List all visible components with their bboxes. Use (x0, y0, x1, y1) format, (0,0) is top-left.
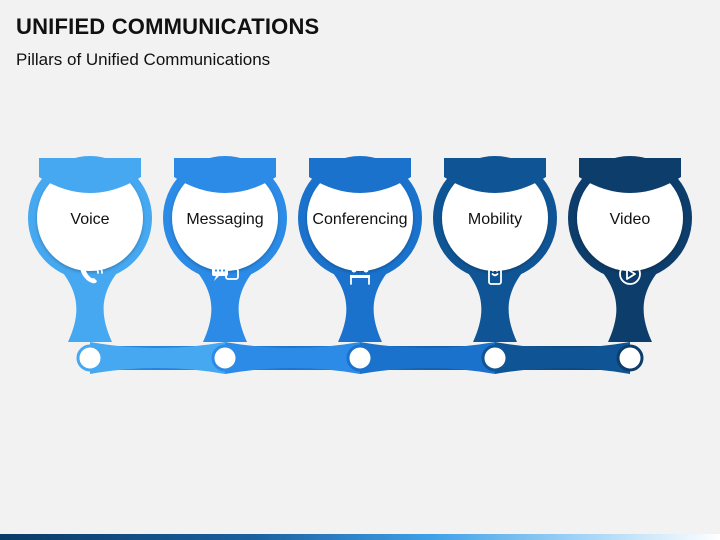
connector-segment (495, 342, 630, 374)
pillar-cap (174, 158, 276, 193)
pillar-stem (590, 258, 670, 342)
pillar-label: Messaging (186, 211, 263, 228)
connector-segment (360, 342, 495, 374)
pillar-node (481, 344, 509, 372)
pillar-mobility: Mobility (433, 156, 557, 372)
pillar-messaging: Messaging (163, 156, 287, 372)
pillar-cap (579, 158, 681, 193)
pillar-disc (442, 165, 548, 271)
chat-bubbles-icon (212, 265, 239, 281)
pillar-stem (185, 258, 265, 342)
pillar-conferencing: Conferencing (298, 156, 422, 372)
pillar-stem (320, 258, 400, 342)
pillar-stem (455, 258, 535, 342)
connector-segment (90, 342, 225, 374)
phone-icon (80, 261, 103, 284)
pillar-disc (577, 165, 683, 271)
footer-accent-bar (0, 534, 720, 540)
pillar-label: Voice (70, 211, 109, 228)
pillar-cap (39, 158, 141, 193)
pillar-group: Voice Messaging Conferencing Mobility Video (28, 156, 692, 372)
play-icon (619, 263, 641, 285)
meeting-icon (350, 262, 370, 285)
pillar-node (346, 344, 374, 372)
pillar-label: Conferencing (312, 211, 407, 228)
pillar-node (616, 344, 644, 372)
pillar-label: Mobility (468, 211, 522, 228)
pillar-label: Video (610, 211, 651, 228)
pillar-disc (307, 165, 413, 271)
slide-title: UNIFIED COMMUNICATIONS (16, 14, 320, 39)
pillar-cap (444, 158, 546, 193)
pillar-disc (172, 165, 278, 271)
pillar-stem (50, 258, 130, 342)
pillar-disc (37, 165, 143, 271)
pillar-voice: Voice (28, 156, 152, 372)
connector-segment (225, 342, 360, 374)
pillar-video: Video (568, 156, 692, 372)
slide-subtitle: Pillars of Unified Communications (16, 50, 271, 69)
smartphone-icon (488, 263, 502, 285)
pillar-node (211, 344, 239, 372)
pillar-node (76, 344, 104, 372)
pillar-cap (309, 158, 411, 193)
